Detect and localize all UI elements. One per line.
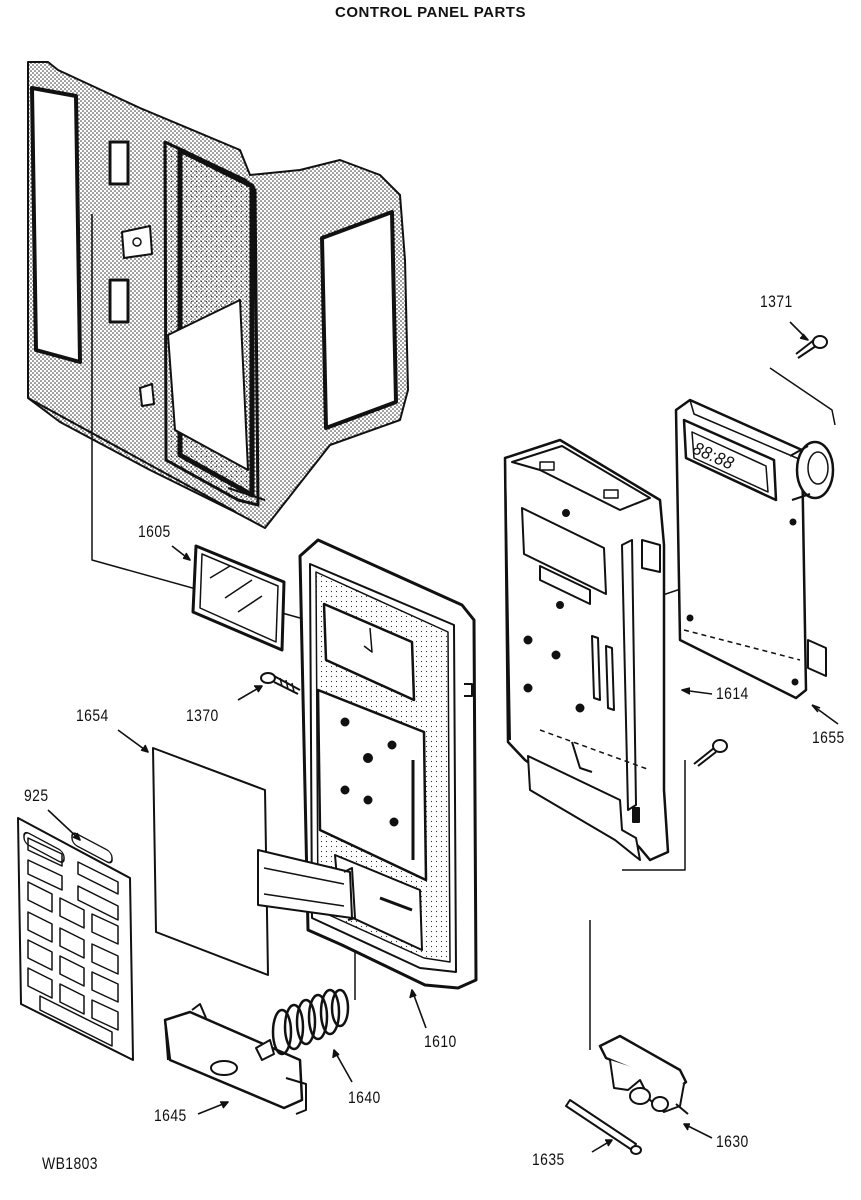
bracket-screw-drawing	[693, 739, 728, 767]
part-1370-screw-drawing	[260, 672, 301, 695]
part-label-1655: 1655	[812, 728, 845, 747]
part-label-1654: 1654	[76, 706, 109, 725]
part-label-1635: 1635	[532, 1150, 565, 1169]
diagram-id: WB1803	[42, 1154, 98, 1173]
part-925-overlay-drawing	[17, 817, 134, 1061]
part-1635-pin-drawing	[565, 1099, 642, 1155]
part-1655-display-board-drawing	[674, 398, 835, 700]
part-label-1371: 1371	[760, 292, 793, 311]
cabinet-assembly	[27, 61, 409, 529]
part-1645-lever-drawing	[163, 1003, 307, 1115]
part-label-1645: 1645	[154, 1106, 187, 1125]
part-label-1370: 1370	[186, 706, 219, 725]
part-1630-latch-drawing	[598, 1034, 689, 1115]
part-label-1630: 1630	[716, 1132, 749, 1151]
part-label-1640: 1640	[348, 1088, 381, 1107]
label-leaders	[47, 321, 839, 1153]
part-1640-spring-drawing	[271, 988, 350, 1056]
part-label-1605: 1605	[138, 522, 171, 541]
part-1371-screw-drawing	[795, 335, 828, 359]
part-label-925: 925	[24, 786, 49, 805]
part-1614-bracket-drawing	[503, 438, 670, 862]
part-1605-window-drawing	[191, 544, 286, 652]
part-1654-membrane-drawing	[152, 747, 356, 976]
diagram-title: CONTROL PANEL PARTS	[335, 4, 526, 21]
part-1610-control-panel-drawing	[298, 538, 478, 990]
part-label-1614: 1614	[716, 684, 749, 703]
part-label-1610: 1610	[424, 1032, 457, 1051]
